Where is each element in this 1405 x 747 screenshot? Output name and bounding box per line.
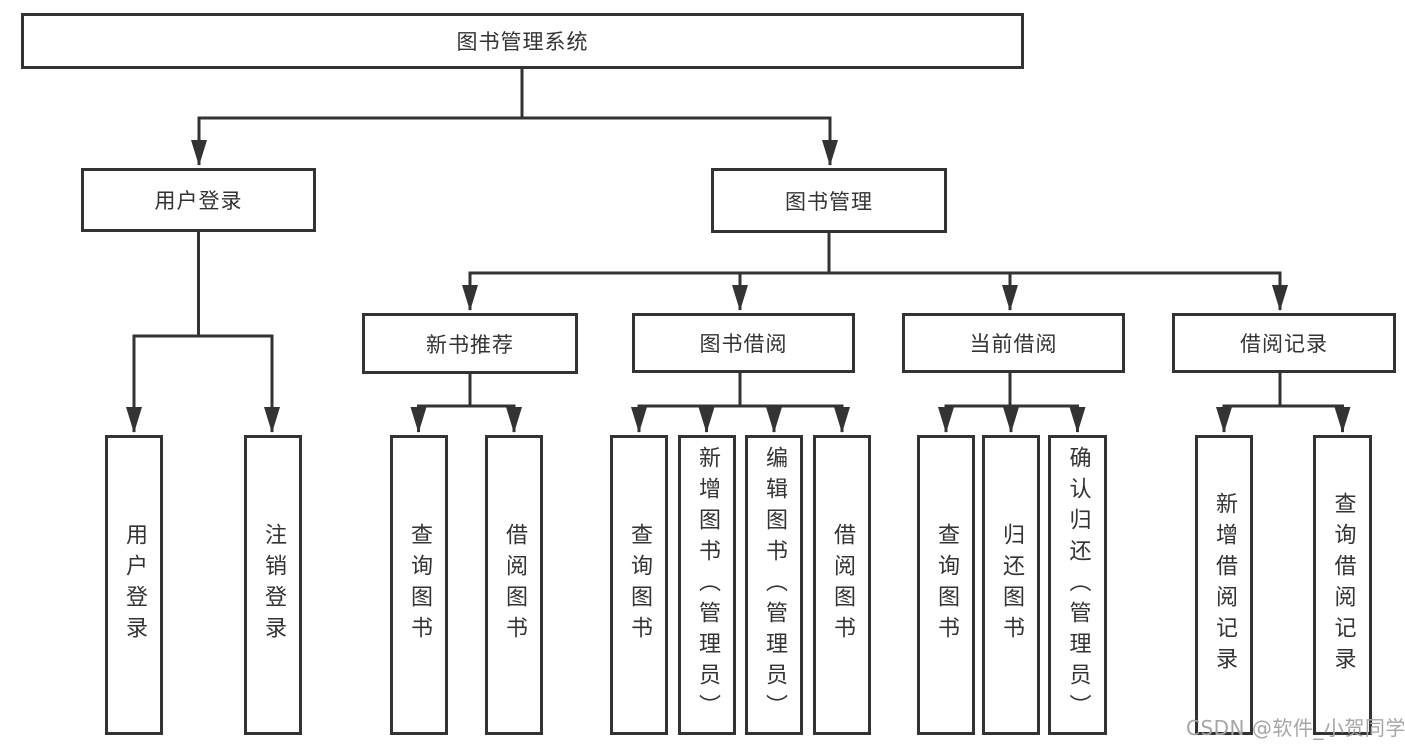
csdn-watermark: CSDN @软件_小贺同学 <box>1186 716 1405 740</box>
leaf-label: 新增借阅记录 <box>1212 492 1237 678</box>
leaf-query-borrow-record: 查询借阅记录 <box>1313 435 1372 735</box>
leaf-label: 借阅图书 <box>830 523 855 647</box>
leaf-label: 确认归还（管理员） <box>1065 445 1091 725</box>
leaf-borrow-books-recommend: 借阅图书 <box>485 435 543 735</box>
leaf-query-books-borrow: 查询图书 <box>610 435 668 735</box>
leaf-label: 查询图书 <box>934 523 959 647</box>
node-current-borrow: 当前借阅 <box>902 313 1125 373</box>
leaf-borrow-books: 借阅图书 <box>813 435 871 735</box>
leaf-logout: 注销登录 <box>244 435 302 735</box>
leaf-confirm-return-admin: 确认归还（管理员） <box>1048 435 1107 735</box>
node-label: 当前借阅 <box>969 332 1058 356</box>
leaf-edit-books-admin: 编辑图书（管理员） <box>745 435 803 735</box>
node-label: 新书推荐 <box>426 332 514 357</box>
node-user-login: 用户登录 <box>81 168 316 232</box>
leaf-query-books-current: 查询图书 <box>917 435 975 735</box>
node-book-management: 图书管理 <box>711 168 947 233</box>
node-library-management-system: 图书管理系统 <box>21 13 1024 69</box>
node-label: 图书管理 <box>785 189 873 214</box>
leaf-query-books-recommend: 查询图书 <box>390 435 448 735</box>
node-label: 用户登录 <box>154 189 243 213</box>
node-new-book-recommend: 新书推荐 <box>362 313 578 374</box>
leaf-label: 查询图书 <box>407 523 432 647</box>
node-label: 图书借阅 <box>699 332 788 356</box>
leaf-label: 用户登录 <box>122 523 147 647</box>
leaf-add-books-admin: 新增图书（管理员） <box>678 435 736 735</box>
leaf-add-borrow-record: 新增借阅记录 <box>1195 435 1253 735</box>
leaf-label: 新增图书（管理员） <box>695 445 720 725</box>
leaf-label: 编辑图书（管理员） <box>762 445 787 725</box>
node-book-borrow: 图书借阅 <box>632 313 855 373</box>
node-label: 借阅记录 <box>1240 332 1328 356</box>
leaf-return-books: 归还图书 <box>982 435 1040 735</box>
leaf-label: 查询借阅记录 <box>1330 492 1356 678</box>
leaf-label: 查询图书 <box>627 523 652 647</box>
leaf-label: 归还图书 <box>999 523 1024 647</box>
leaf-label: 借阅图书 <box>502 523 527 647</box>
node-borrow-records: 借阅记录 <box>1172 313 1396 373</box>
node-label: 图书管理系统 <box>456 30 589 54</box>
leaf-label: 注销登录 <box>261 523 286 647</box>
leaf-user-login: 用户登录 <box>105 435 163 735</box>
